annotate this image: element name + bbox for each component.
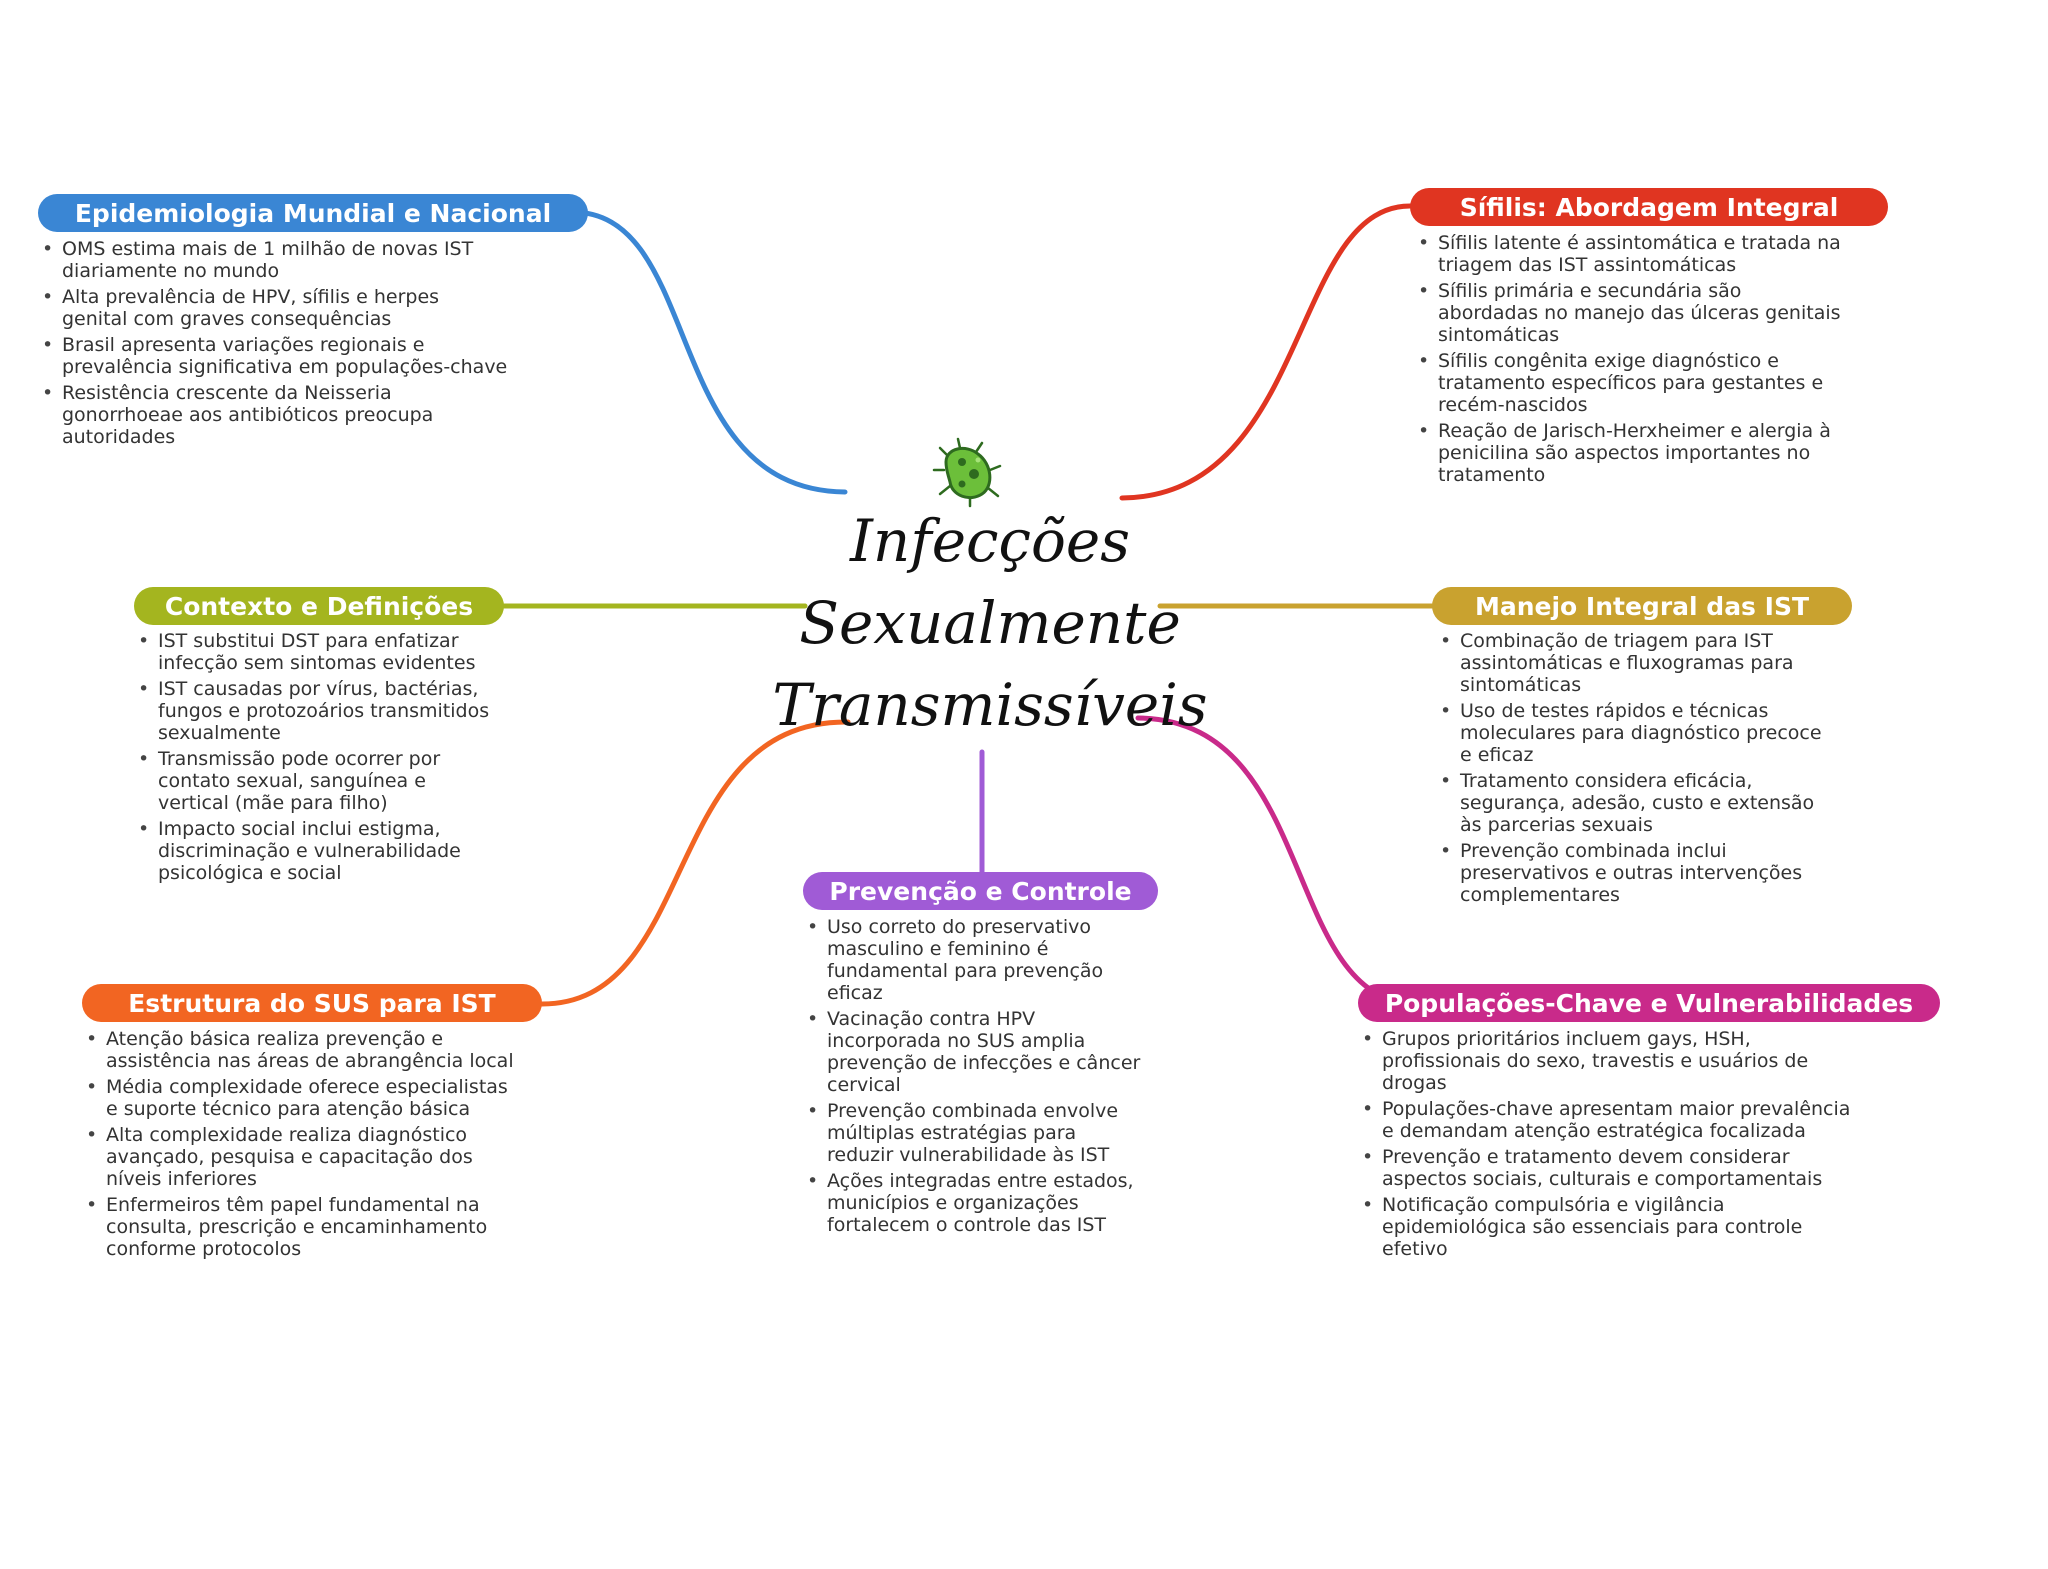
- topic-prevencao-label: Prevenção e Controle: [829, 876, 1132, 906]
- list-item: Grupos prioritários incluem gays, HSH, p…: [1358, 1028, 1868, 1094]
- list-item: Impacto social inclui estigma, discrimin…: [134, 818, 494, 884]
- list-item: Uso de testes rápidos e técnicas molecul…: [1436, 700, 1836, 766]
- topic-sus-list: Atenção básica realiza prevenção e assis…: [82, 1028, 522, 1264]
- list-item: Prevenção e tratamento devem considerar …: [1358, 1146, 1868, 1190]
- link-sus: [539, 719, 851, 1007]
- list-item: Prevenção combinada envolve múltiplas es…: [803, 1100, 1148, 1166]
- list-item: Brasil apresenta variações regionais e p…: [38, 334, 508, 378]
- topic-manejo-label: Manejo Integral das IST: [1474, 591, 1810, 621]
- list-item: Sífilis congênita exige diagnóstico e tr…: [1414, 350, 1844, 416]
- link-epidemiologia: [569, 209, 848, 495]
- topic-epidemiologia-label: Epidemiologia Mundial e Nacional: [74, 198, 552, 228]
- microbe-icon: [932, 437, 1002, 508]
- list-item: Transmissão pode ocorrer por contato sex…: [134, 748, 494, 814]
- list-item: Alta prevalência de HPV, sífilis e herpe…: [38, 286, 508, 330]
- title-line-2: Sexualmente: [799, 589, 1181, 657]
- link-populacoes: [1135, 715, 1421, 1007]
- topic-contexto-label: Contexto e Definições: [164, 591, 474, 621]
- list-item: Reação de Jarisch-Herxheimer e alergia à…: [1414, 420, 1844, 486]
- topic-sifilis-header: Sífilis: Abordagem Integral: [1410, 188, 1888, 226]
- central-title: Infecções Sexualmente Transmissíveis: [770, 500, 1210, 746]
- list-item: Enfermeiros têm papel fundamental na con…: [82, 1194, 522, 1260]
- topic-epidemiologia-header: Epidemiologia Mundial e Nacional: [38, 194, 588, 232]
- list-item: Notificação compulsória e vigilância epi…: [1358, 1194, 1868, 1260]
- topic-manejo-header: Manejo Integral das IST: [1432, 587, 1852, 625]
- list-item: Atenção básica realiza prevenção e assis…: [82, 1028, 522, 1072]
- list-item: Sífilis primária e secundária são aborda…: [1414, 280, 1844, 346]
- topic-populacoes-list: Grupos prioritários incluem gays, HSH, p…: [1358, 1028, 1868, 1264]
- topic-populacoes-header: Populações-Chave e Vulnerabilidades: [1358, 984, 1940, 1022]
- title-line-1: Infecções: [849, 507, 1131, 575]
- list-item: OMS estima mais de 1 milhão de novas IST…: [38, 238, 508, 282]
- link-sifilis: [1119, 203, 1413, 501]
- list-item: Prevenção combinada inclui preservativos…: [1436, 840, 1836, 906]
- topic-manejo-list: Combinação de triagem para IST assintomá…: [1436, 630, 1836, 910]
- title-line-3: Transmissíveis: [772, 671, 1208, 739]
- list-item: Ações integradas entre estados, municípi…: [803, 1170, 1148, 1236]
- list-item: Resistência crescente da Neisseria gonor…: [38, 382, 508, 448]
- list-item: Vacinação contra HPV incorporada no SUS …: [803, 1008, 1148, 1096]
- topic-prevencao-header: Prevenção e Controle: [803, 872, 1158, 910]
- topic-sifilis-list: Sífilis latente é assintomática e tratad…: [1414, 232, 1844, 490]
- topic-prevencao-list: Uso correto do preservativo masculino e …: [803, 916, 1148, 1240]
- list-item: Uso correto do preservativo masculino e …: [803, 916, 1148, 1004]
- topic-populacoes-label: Populações-Chave e Vulnerabilidades: [1384, 988, 1914, 1018]
- list-item: IST substitui DST para enfatizar infecçã…: [134, 630, 494, 674]
- list-item: Alta complexidade realiza diagnóstico av…: [82, 1124, 522, 1190]
- list-item: Tratamento considera eficácia, segurança…: [1436, 770, 1836, 836]
- list-item: Populações-chave apresentam maior preval…: [1358, 1098, 1868, 1142]
- topic-contexto-header: Contexto e Definições: [134, 587, 504, 625]
- list-item: IST causadas por vírus, bactérias, fungo…: [134, 678, 494, 744]
- topic-sifilis-label: Sífilis: Abordagem Integral: [1459, 192, 1839, 222]
- topic-sus-header: Estrutura do SUS para IST: [82, 984, 542, 1022]
- topic-contexto-list: IST substitui DST para enfatizar infecçã…: [134, 630, 494, 888]
- topic-epidemiologia-list: OMS estima mais de 1 milhão de novas IST…: [38, 238, 508, 452]
- list-item: Média complexidade oferece especialistas…: [82, 1076, 522, 1120]
- list-item: Sífilis latente é assintomática e tratad…: [1414, 232, 1844, 276]
- topic-sus-label: Estrutura do SUS para IST: [128, 988, 496, 1018]
- list-item: Combinação de triagem para IST assintomá…: [1436, 630, 1836, 696]
